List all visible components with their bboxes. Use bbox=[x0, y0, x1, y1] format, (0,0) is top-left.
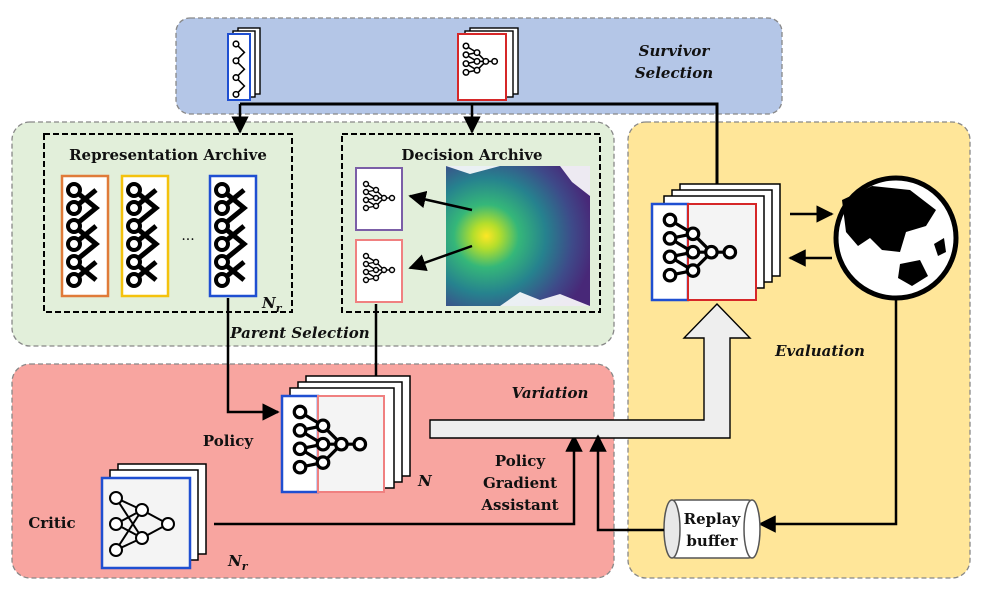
decision-network-salmon bbox=[355, 239, 403, 303]
replay-label-2: buffer bbox=[686, 532, 738, 550]
rep-ellipsis: ... bbox=[181, 228, 194, 244]
n-label-policy: N bbox=[417, 472, 433, 490]
rep-network-blue bbox=[208, 174, 258, 298]
decision-network-purple bbox=[355, 167, 403, 231]
replay-label-1: Replay bbox=[684, 510, 742, 528]
heatmap-to-purple-arrow bbox=[408, 190, 473, 212]
survivor-selection-label-1: Survivor bbox=[639, 42, 711, 60]
survivor-stack-red bbox=[457, 27, 519, 101]
rep-network-orange bbox=[60, 174, 110, 298]
policy-stack bbox=[280, 375, 411, 494]
survivor-stack-blue bbox=[227, 27, 261, 101]
critic-to-pga-line bbox=[214, 434, 583, 526]
nr-label-critic: Nr bbox=[227, 552, 249, 573]
pga-label-1: Policy bbox=[495, 452, 546, 470]
survivor-selection-label-2: Selection bbox=[635, 64, 713, 82]
globe-icon bbox=[833, 175, 959, 301]
replay-buffer-icon bbox=[663, 499, 761, 559]
evaluated-policy-stack bbox=[650, 183, 781, 302]
critic-stack bbox=[100, 463, 207, 570]
policy-label: Policy bbox=[203, 432, 254, 450]
variation-label: Variation bbox=[512, 384, 589, 402]
replay-to-pga-line bbox=[589, 434, 664, 532]
evaluation-label: Evaluation bbox=[774, 342, 865, 360]
heatmap-to-salmon-arrow bbox=[408, 244, 473, 271]
decision-archive-title: Decision Archive bbox=[401, 146, 542, 164]
decision-archive bbox=[341, 133, 601, 313]
pga-label-3: Assistant bbox=[480, 496, 558, 514]
survivor-loop-line bbox=[240, 102, 719, 184]
representation-archive bbox=[43, 133, 293, 313]
rep-to-policy-line bbox=[226, 298, 280, 421]
parent-selection-label: Parent Selection bbox=[229, 324, 369, 342]
pga-label-2: Gradient bbox=[483, 474, 557, 492]
representation-archive-title: Representation Archive bbox=[69, 146, 267, 164]
policy-to-evaluation-arrow bbox=[429, 302, 752, 439]
heatmap-icon bbox=[446, 166, 590, 306]
critic-label: Critic bbox=[28, 514, 75, 532]
nr-label-archive: Nr bbox=[261, 294, 283, 315]
rep-network-yellow bbox=[120, 174, 170, 298]
env-to-replay-line bbox=[758, 300, 898, 533]
